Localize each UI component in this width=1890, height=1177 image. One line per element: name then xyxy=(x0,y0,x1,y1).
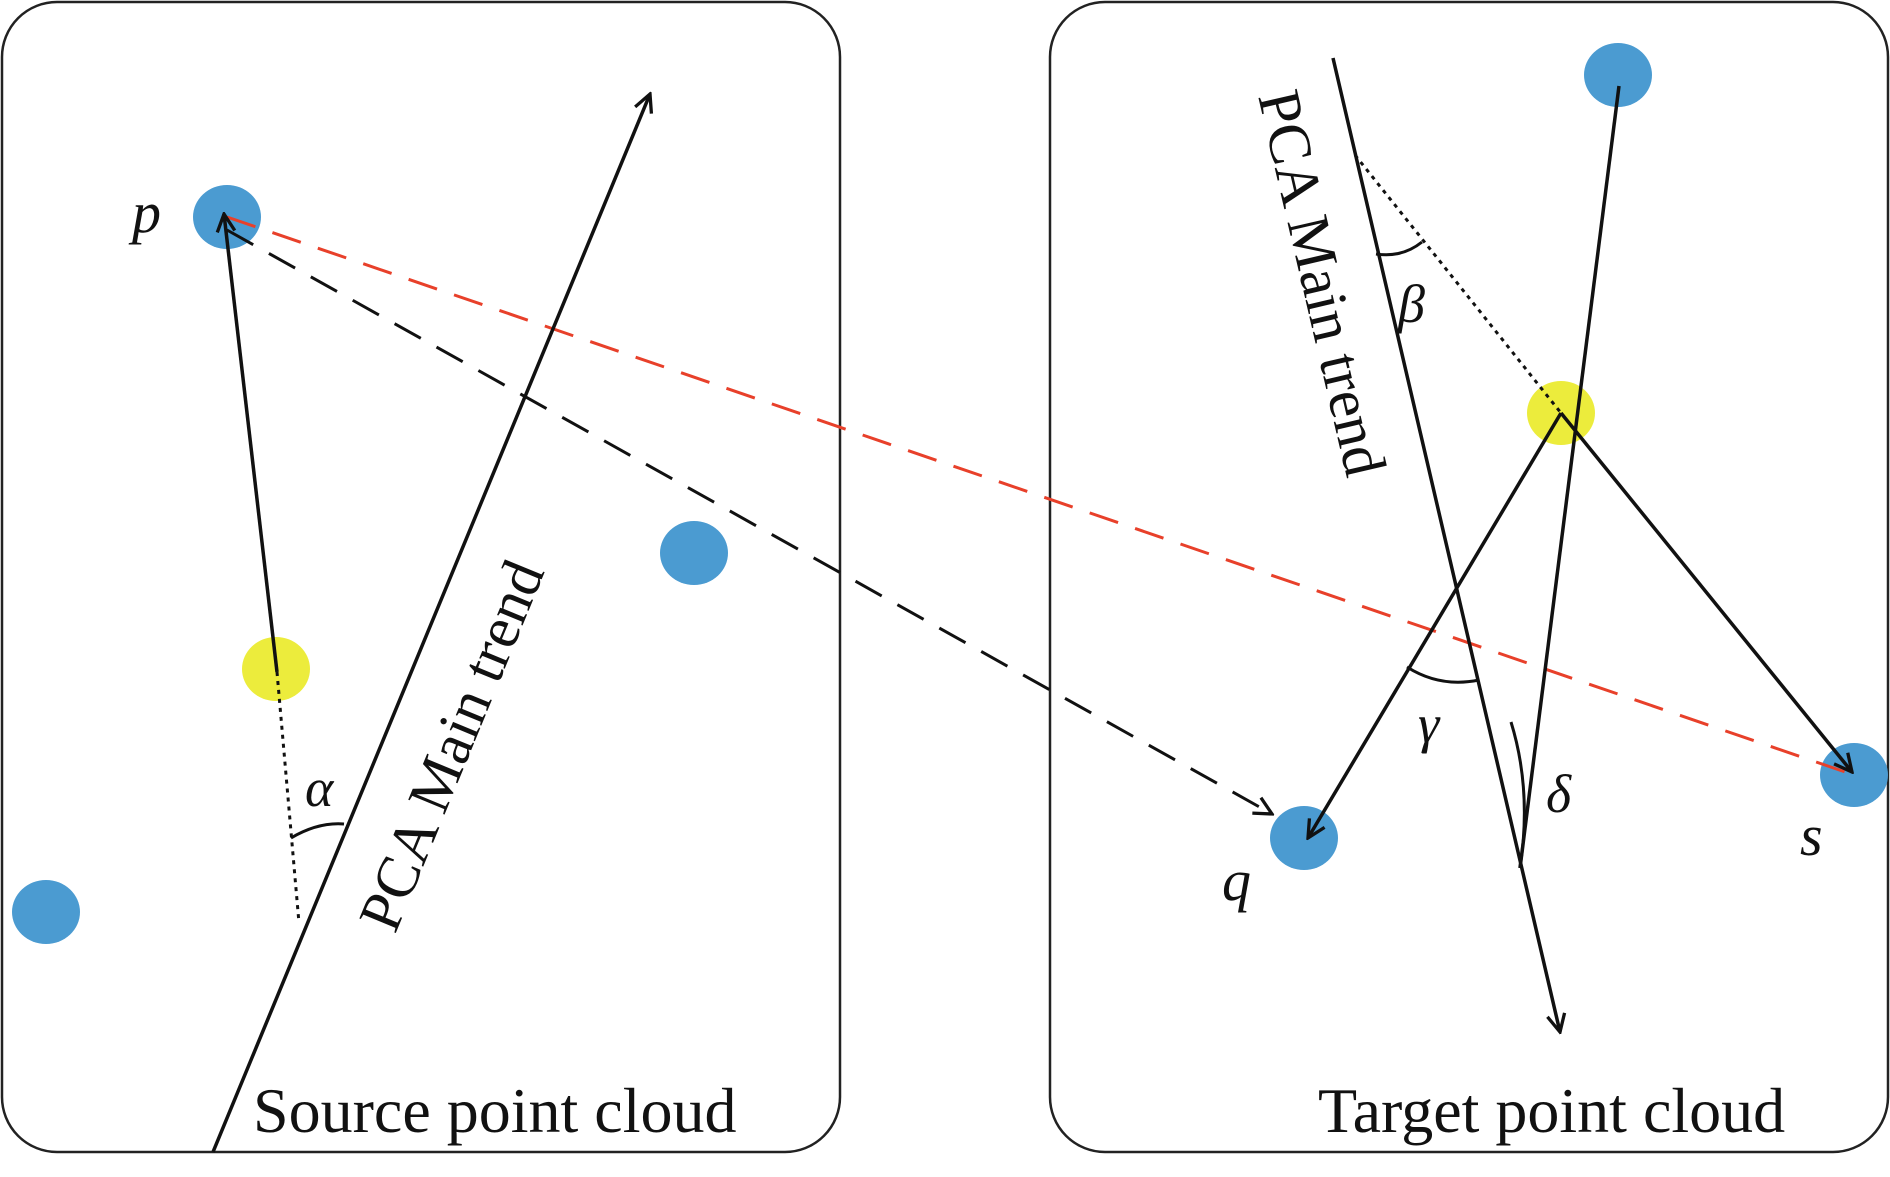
point-q xyxy=(1270,806,1338,870)
black-dashed-correspondence-line xyxy=(226,228,1272,814)
target-panel-caption: Target point cloud xyxy=(1318,1075,1785,1146)
yellow-to-p-arrow xyxy=(224,214,279,673)
source-dotted-line xyxy=(275,671,301,924)
angle-label-delta: δ xyxy=(1546,764,1572,824)
target-panel-frame xyxy=(1048,0,1890,1154)
blue-point xyxy=(660,521,728,585)
target-trend-label: PCA Main trend xyxy=(1245,84,1398,482)
point-label-s: s xyxy=(1800,803,1823,868)
point-label-q: q xyxy=(1222,848,1251,913)
beta-arc xyxy=(1375,240,1423,257)
target-pca-trend-arrow xyxy=(1331,57,1560,1032)
target-long-line xyxy=(1518,85,1621,869)
angle-label-gamma: γ xyxy=(1418,694,1441,754)
gamma-arc xyxy=(1406,665,1480,684)
yellow-to-q-arrow xyxy=(1308,412,1563,838)
target-dotted-line xyxy=(1353,154,1563,414)
yellow-to-s-arrow xyxy=(1559,411,1852,772)
blue-point xyxy=(12,880,80,944)
angle-label-beta: β xyxy=(1397,274,1425,334)
angle-label-alpha: α xyxy=(305,758,335,818)
source-panel-frame xyxy=(0,0,842,1154)
point-label-p: p xyxy=(128,180,161,245)
source-trend-label: PCA Main trend xyxy=(346,551,557,940)
source-panel-caption: Source point cloud xyxy=(253,1075,736,1146)
blue-point xyxy=(1584,43,1652,107)
alpha-arc xyxy=(290,822,345,840)
delta-arc xyxy=(1509,721,1526,869)
source-pca-trend-arrow xyxy=(211,94,650,1153)
